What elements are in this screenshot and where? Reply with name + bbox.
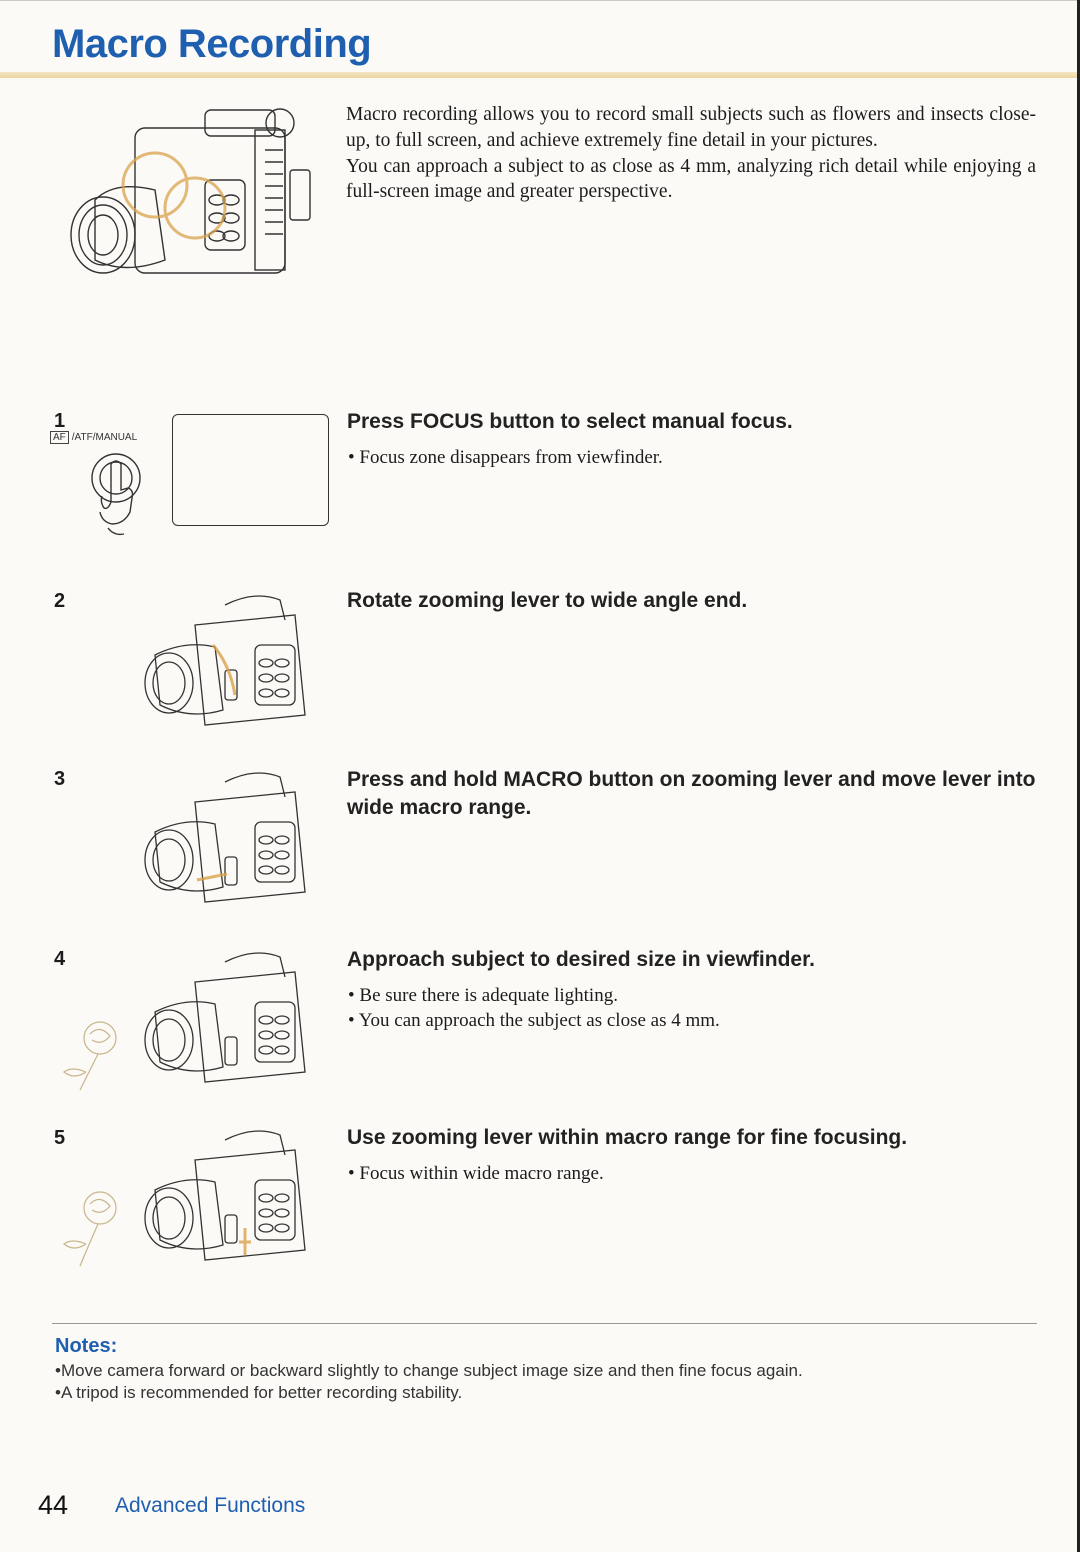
- title-underline: [0, 72, 1080, 78]
- note-item: A tripod is recommended for better recor…: [55, 1382, 1035, 1404]
- bullet-item: Focus within wide macro range.: [348, 1161, 1028, 1186]
- camcorder-illustration: [70, 108, 311, 274]
- focus-button-label: AF/ATF/MANUAL: [50, 431, 138, 444]
- page-title: Macro Recording: [52, 22, 372, 66]
- step-number: 1: [54, 410, 66, 432]
- rose-icon: [63, 1191, 117, 1267]
- viewfinder-frame: [172, 414, 329, 526]
- camcorder-illustration: [144, 1130, 306, 1261]
- intro-paragraph: You can approach a subject to as close a…: [346, 155, 1036, 203]
- focus-mode-label: /ATF/MANUAL: [71, 432, 138, 443]
- step-heading: Rotate zooming lever to wide angle end.: [347, 589, 748, 612]
- section-name: Advanced Functions: [115, 1494, 306, 1517]
- step-bullets: Focus zone disappears from viewfinder.: [348, 445, 1028, 470]
- top-border: [0, 0, 1080, 1]
- bullet-item: You can approach the subject as close as…: [348, 1008, 1028, 1033]
- step-heading: Approach subject to desired size in view…: [347, 948, 815, 971]
- bullet-item: Focus zone disappears from viewfinder.: [348, 445, 1028, 470]
- camcorder-illustration: [144, 952, 306, 1083]
- camcorder-illustration: [144, 595, 306, 726]
- notes-title: Notes:: [55, 1335, 118, 1357]
- page-number: 44: [38, 1490, 69, 1520]
- finger-press-icon: [91, 453, 141, 536]
- rose-icon: [63, 1021, 117, 1091]
- camcorder-illustration: [144, 772, 306, 903]
- page-edge: [1077, 0, 1080, 1552]
- step-heading: Press and hold MACRO button on zooming l…: [347, 768, 1036, 819]
- notes-list: Move camera forward or backward slightly…: [55, 1360, 1035, 1404]
- intro-text: Macro recording allows you to record sma…: [346, 102, 1036, 205]
- step-number: 4: [54, 948, 66, 970]
- step-heading: Use zooming lever within macro range for…: [347, 1126, 908, 1149]
- step-number: 5: [54, 1127, 66, 1149]
- step-number: 3: [54, 768, 66, 790]
- step-number: 2: [54, 590, 66, 612]
- step-bullets: Focus within wide macro range.: [348, 1161, 1028, 1186]
- intro-paragraph: Macro recording allows you to record sma…: [346, 104, 1036, 151]
- note-item: Move camera forward or backward slightly…: [55, 1360, 1035, 1382]
- step-bullets: Be sure there is adequate lighting. You …: [348, 983, 1028, 1033]
- step-heading: Press FOCUS button to select manual focu…: [347, 410, 793, 433]
- bullet-item: Be sure there is adequate lighting.: [348, 983, 1028, 1008]
- af-indicator: AF: [50, 431, 69, 444]
- notes-divider: [52, 1323, 1037, 1324]
